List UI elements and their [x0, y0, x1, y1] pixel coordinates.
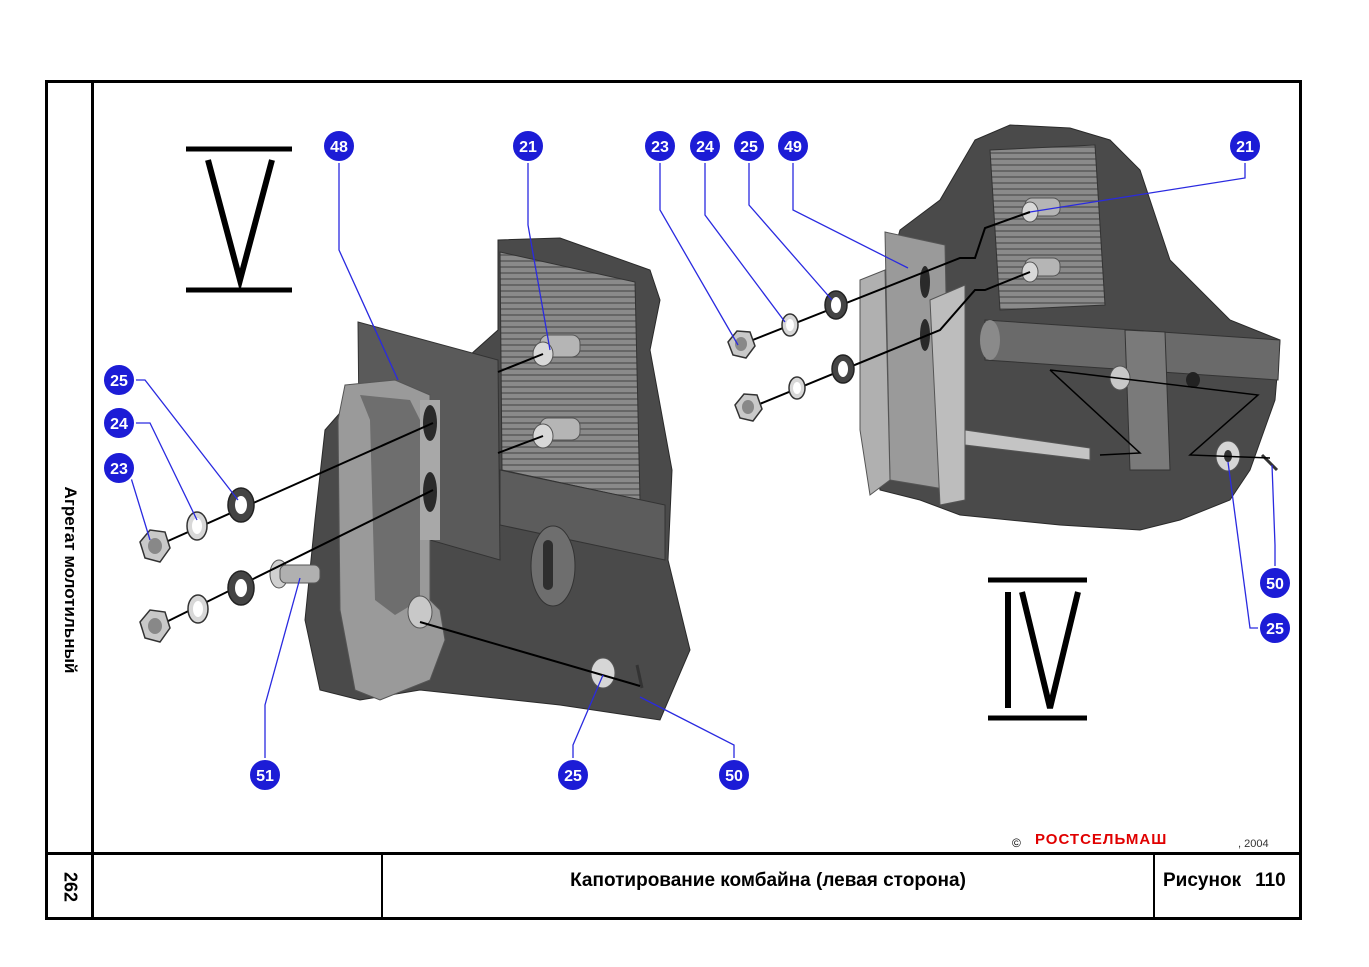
callout-24-left: 24 — [102, 406, 136, 440]
brand-logo: РОСТСЕЛЬМАШ — [1035, 831, 1168, 848]
view-label-v — [186, 146, 292, 293]
callout-25-bottom: 25 — [556, 758, 590, 792]
svg-text:48: 48 — [330, 139, 348, 156]
callout-25-left: 25 — [102, 363, 136, 397]
svg-text:21: 21 — [1236, 139, 1254, 156]
svg-text:49: 49 — [784, 139, 802, 156]
nut-23-right-upper — [727, 330, 756, 359]
svg-text:23: 23 — [651, 139, 669, 156]
svg-text:25: 25 — [1266, 621, 1284, 638]
title-block-top-border — [45, 852, 1302, 855]
callout-49: 49 — [776, 129, 810, 163]
washer-24-right-upper — [781, 313, 799, 337]
callout-51: 51 — [248, 758, 282, 792]
svg-text:25: 25 — [740, 139, 758, 156]
callout-25-right: 25 — [1258, 611, 1292, 645]
callout-50-bottom: 50 — [717, 758, 751, 792]
grille-plate — [499, 251, 641, 501]
svg-text:21: 21 — [519, 139, 537, 156]
nut-23-lower — [139, 609, 171, 643]
copyright-symbol: © — [1012, 836, 1021, 850]
svg-text:50: 50 — [725, 768, 743, 785]
pin-51 — [269, 559, 321, 589]
svg-text:23: 23 — [110, 461, 128, 478]
svg-text:25: 25 — [110, 373, 128, 390]
side-column-divider — [91, 80, 94, 920]
callout-48: 48 — [322, 129, 356, 163]
svg-text:24: 24 — [696, 139, 714, 156]
svg-text:25: 25 — [564, 768, 582, 785]
callout-21-left: 21 — [511, 129, 545, 163]
callout-21-right: 21 — [1228, 129, 1262, 163]
bolt-21-right-lower — [1021, 257, 1061, 283]
view-label-iv — [988, 577, 1087, 721]
drawing-frame — [45, 80, 1302, 920]
svg-text:51: 51 — [256, 768, 274, 785]
figure-number: 110 — [1255, 870, 1286, 891]
washer-25-right-lower — [831, 354, 855, 384]
washer-24-right-lower — [788, 376, 806, 400]
callout-24-top: 24 — [688, 129, 722, 163]
title-block-divider-2 — [1153, 852, 1155, 920]
nut-23-right-lower — [734, 393, 763, 422]
washer-24-upper — [186, 511, 208, 541]
washer-24-lower — [187, 594, 209, 624]
figure-caption: Капотирование комбайна (левая сторона) — [570, 870, 966, 891]
callout-23-top: 23 — [643, 129, 677, 163]
copyright-year: , 2004 — [1238, 838, 1269, 850]
left-assembly — [139, 237, 691, 721]
svg-text:50: 50 — [1266, 576, 1284, 593]
washer-25-lower — [590, 657, 616, 689]
title-block-divider-1 — [381, 852, 383, 920]
grille-plate-right — [989, 144, 1106, 311]
svg-text:24: 24 — [110, 416, 128, 433]
callout-23-left: 23 — [102, 451, 136, 485]
callout-25-top: 25 — [732, 129, 766, 163]
nut-23-upper — [139, 529, 171, 563]
washer-25-lower-stack — [227, 570, 255, 606]
callout-50-right: 50 — [1258, 566, 1292, 600]
